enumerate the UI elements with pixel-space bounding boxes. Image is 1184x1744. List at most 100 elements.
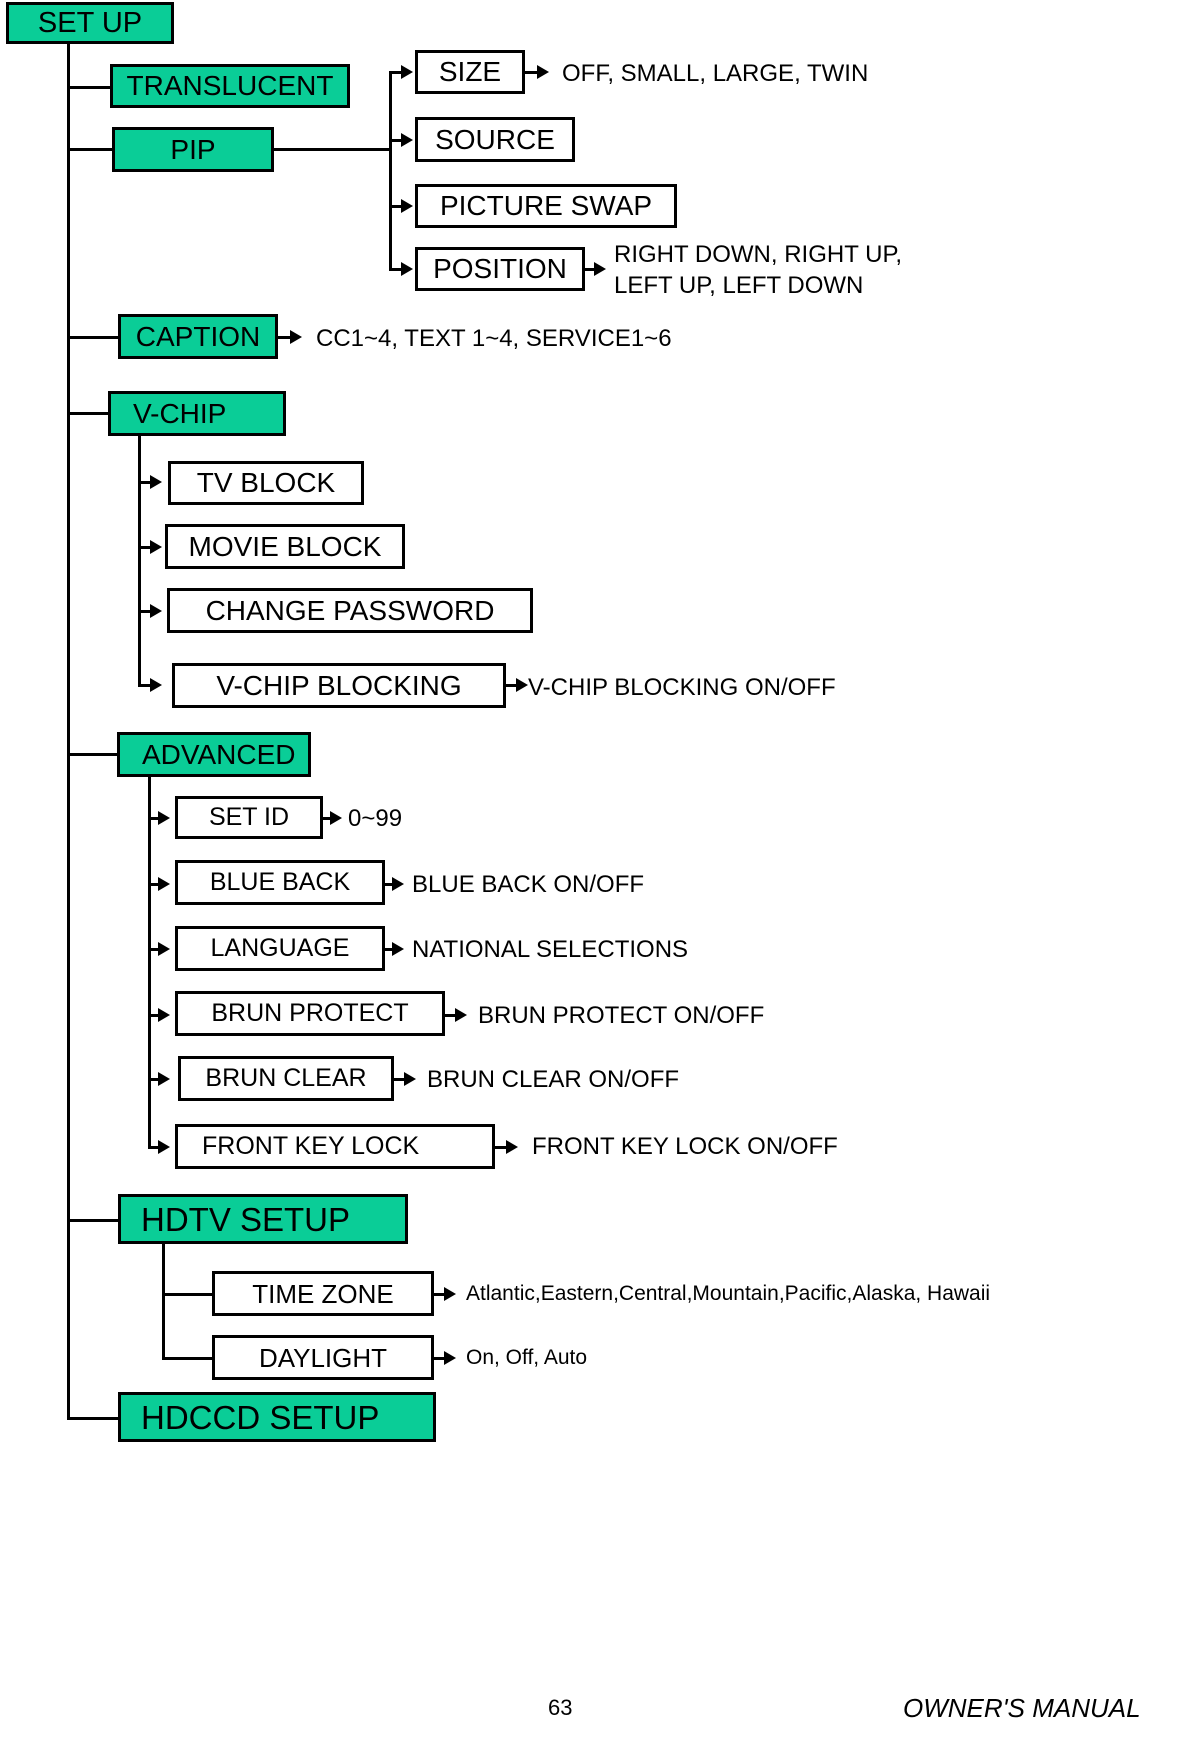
node-pip-size[interactable]: SIZE [415,50,525,94]
node-pip-source[interactable]: SOURCE [415,117,575,162]
node-adv-brun-protect[interactable]: BRUN PROTECT [175,991,445,1036]
node-set-up-label: SET UP [37,6,143,39]
connector-adv-brun-protect-opt [445,1014,457,1017]
node-adv-set-id-label: SET ID [208,803,290,831]
options-hdtv-time-zone: Atlantic,Eastern,Central,Mountain,Pacifi… [466,1282,991,1305]
node-translucent-label: TRANSLUCENT [126,70,334,101]
node-adv-brun-protect-label: BRUN PROTECT [211,999,409,1027]
node-advanced[interactable]: ADVANCED [117,732,311,777]
node-hdccd-setup[interactable]: HDCCD SETUP [118,1392,436,1442]
options-adv-blue-back: BLUE BACK ON/OFF [412,871,645,898]
arrow-adv-brun-protect [158,1008,170,1022]
options-pip-size: OFF, SMALL, LARGE, TWIN [562,60,869,87]
connector-hdtv-daylight-opt [434,1357,446,1360]
arrow-adv-blue-back-options [392,877,404,891]
connector-pip-source [389,139,405,142]
connector-vchip-blocking-opt [506,684,520,687]
node-vchip[interactable]: V-CHIP [108,391,286,436]
arrow-vchip-change-password [150,604,162,618]
node-vchip-blocking-label: V-CHIP BLOCKING [216,669,462,701]
node-adv-language[interactable]: LANGUAGE [175,926,385,971]
node-vchip-change-password[interactable]: CHANGE PASSWORD [167,588,533,633]
spine-main [67,44,70,1418]
bus-vchip-children [138,436,141,686]
node-pip-label: PIP [170,133,216,165]
connector-adv-brun-clear-opt [394,1078,406,1081]
arrow-pip-source [401,133,413,147]
node-vchip-movie-block[interactable]: MOVIE BLOCK [165,524,405,569]
arrow-pip-picture-swap [401,199,413,213]
options-adv-set-id: 0~99 [348,805,403,832]
connector-hdtv-time-zone-opt [434,1293,446,1296]
connector-hdtv-time-zone [162,1293,214,1296]
connector-adv-blue-back-opt [385,883,395,886]
connector-translucent [67,86,112,89]
node-adv-front-key-lock[interactable]: FRONT KEY LOCK [175,1124,495,1169]
arrow-adv-set-id-options [330,811,342,825]
node-translucent[interactable]: TRANSLUCENT [110,64,350,108]
node-advanced-label: ADVANCED [142,738,296,770]
connector-adv-front-key-lock [148,1146,162,1149]
node-set-up[interactable]: SET UP [6,2,174,44]
arrow-adv-front-key-lock-options [506,1140,518,1154]
connector-vchip-change-password [138,610,154,613]
node-pip-source-label: SOURCE [435,123,555,155]
node-adv-language-label: LANGUAGE [210,934,350,962]
connector-pip [67,148,115,151]
node-hdtv-time-zone[interactable]: TIME ZONE [212,1271,434,1316]
node-hdtv-setup-label: HDTV SETUP [141,1200,351,1238]
arrow-pip-position [401,262,413,276]
node-vchip-movie-block-label: MOVIE BLOCK [188,530,382,562]
node-adv-blue-back-label: BLUE BACK [209,868,351,896]
node-pip[interactable]: PIP [112,127,274,172]
node-caption[interactable]: CAPTION [118,314,278,359]
options-adv-brun-protect: BRUN PROTECT ON/OFF [478,1002,765,1029]
arrow-vchip-movie-block [150,540,162,554]
bus-advanced-children [148,777,151,1148]
node-pip-picture-swap[interactable]: PICTURE SWAP [415,184,677,228]
connector-vchip [67,412,112,415]
connector-hdtv-setup [67,1219,122,1222]
arrow-vchip-tv-block [150,475,162,489]
node-adv-blue-back[interactable]: BLUE BACK [175,860,385,905]
options-pip-position-line1: RIGHT DOWN, RIGHT UP, [614,241,903,268]
options-adv-brun-clear: BRUN CLEAR ON/OFF [427,1066,680,1093]
arrow-adv-brun-clear [158,1072,170,1086]
connector-adv-blue-back [148,883,162,886]
node-vchip-change-password-label: CHANGE PASSWORD [205,594,495,626]
connector-adv-brun-clear [148,1078,162,1081]
arrow-hdtv-time-zone-options [444,1287,456,1301]
connector-adv-set-id [148,817,162,820]
options-hdtv-daylight: On, Off, Auto [466,1346,588,1369]
arrow-pip-size [401,65,413,79]
node-pip-position-label: POSITION [433,253,567,284]
node-adv-brun-clear[interactable]: BRUN CLEAR [178,1056,394,1101]
node-vchip-tv-block-label: TV BLOCK [196,467,336,498]
connector-caption [67,336,120,339]
connector-adv-language [148,948,162,951]
node-adv-brun-clear-label: BRUN CLEAR [205,1064,367,1092]
options-vchip-blocking: V-CHIP BLOCKING ON/OFF [528,674,836,701]
arrow-adv-front-key-lock [158,1140,170,1154]
connector-pip-position-opt [585,268,597,271]
bus-hdtv-children [162,1244,165,1359]
node-hdtv-daylight-label: DAYLIGHT [258,1342,388,1373]
arrow-hdtv-daylight-options [444,1351,456,1365]
footer-page-number: 63 [548,1695,573,1720]
connector-vchip-blocking [138,684,154,687]
node-vchip-blocking[interactable]: V-CHIP BLOCKING [172,663,506,708]
node-pip-position[interactable]: POSITION [415,247,585,291]
node-vchip-tv-block[interactable]: TV BLOCK [168,461,364,505]
connector-adv-language-opt [385,948,395,951]
arrow-adv-set-id [158,811,170,825]
options-pip-position-line2: LEFT UP, LEFT DOWN [614,272,864,299]
node-hdtv-setup[interactable]: HDTV SETUP [118,1194,408,1244]
node-adv-front-key-lock-label: FRONT KEY LOCK [202,1132,420,1160]
connector-pip-picture-swap [389,205,405,208]
node-adv-set-id[interactable]: SET ID [175,796,323,839]
node-hdtv-daylight[interactable]: DAYLIGHT [212,1335,434,1380]
arrow-adv-brun-protect-options [455,1008,467,1022]
node-pip-size-label: SIZE [438,56,502,87]
footer-manual-label: OWNER'S MANUAL [903,1693,1141,1723]
